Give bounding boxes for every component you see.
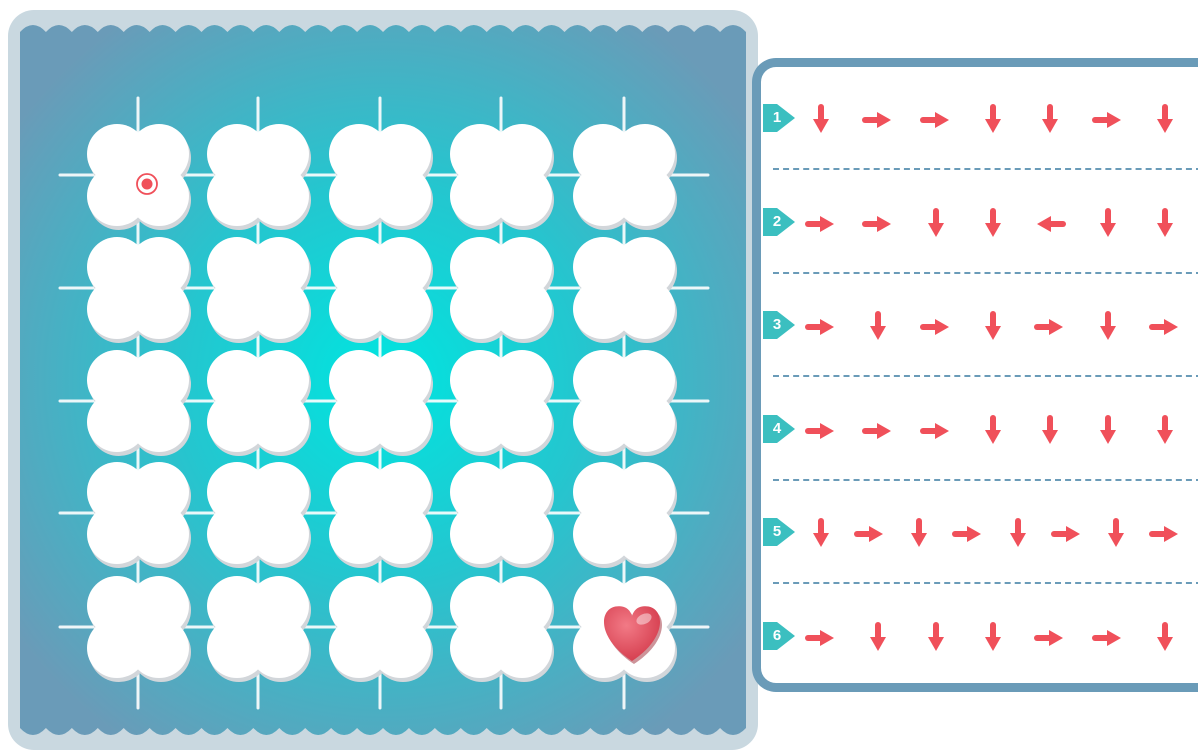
- arrow-down-icon: [1149, 415, 1181, 447]
- arrow-right-icon: [1034, 622, 1066, 654]
- option-number: 1: [768, 108, 786, 128]
- option-number-badge: 2: [763, 206, 797, 238]
- board-cell[interactable]: [207, 350, 311, 456]
- arrow-down-icon: [1149, 208, 1181, 240]
- board-cell[interactable]: [87, 237, 191, 343]
- move-option-5[interactable]: 5: [761, 481, 1198, 584]
- arrow-right-icon: [952, 518, 984, 550]
- board-cell[interactable]: [207, 124, 311, 230]
- option-number-badge: 1: [763, 102, 797, 134]
- board-cell[interactable]: [573, 350, 677, 456]
- arrow-right-icon: [854, 518, 886, 550]
- arrow-down-icon: [977, 208, 1009, 240]
- board-cell[interactable]: [329, 124, 433, 230]
- board-cell[interactable]: [450, 237, 554, 343]
- arrow-right-icon: [920, 311, 952, 343]
- board-cell[interactable]: [329, 237, 433, 343]
- move-option-6[interactable]: 6: [761, 585, 1198, 688]
- move-option-2[interactable]: 2: [761, 171, 1198, 274]
- move-option-3[interactable]: 3: [761, 274, 1198, 377]
- arrow-down-icon: [1034, 104, 1066, 136]
- arrow-down-icon: [1092, 415, 1124, 447]
- arrow-right-icon: [805, 311, 837, 343]
- board-cell[interactable]: [450, 350, 554, 456]
- board-cell[interactable]: [87, 462, 191, 568]
- arrow-down-icon: [1092, 311, 1124, 343]
- option-number-badge: 4: [763, 413, 797, 445]
- arrow-down-icon: [805, 518, 837, 550]
- arrow-down-icon: [977, 104, 1009, 136]
- arrow-right-icon: [805, 415, 837, 447]
- arrow-right-icon: [1051, 518, 1083, 550]
- move-option-1[interactable]: 1: [761, 67, 1198, 170]
- arrow-down-icon: [1149, 104, 1181, 136]
- arrow-right-icon: [1034, 311, 1066, 343]
- arrow-down-icon: [1100, 518, 1132, 550]
- option-number-badge: 5: [763, 516, 797, 548]
- board-cell[interactable]: [329, 576, 433, 682]
- board-grid: [87, 124, 677, 682]
- board-cell[interactable]: [87, 576, 191, 682]
- option-number: 4: [768, 419, 786, 439]
- arrow-down-icon: [805, 104, 837, 136]
- board-cell[interactable]: [450, 576, 554, 682]
- arrow-down-icon: [1149, 622, 1181, 654]
- arrow-right-icon: [920, 104, 952, 136]
- arrow-down-icon: [977, 415, 1009, 447]
- arrow-down-icon: [920, 622, 952, 654]
- option-number: 6: [768, 626, 786, 646]
- board-cell[interactable]: [573, 124, 677, 230]
- arrow-down-icon: [1034, 415, 1066, 447]
- move-option-4[interactable]: 4: [761, 378, 1198, 481]
- option-number: 3: [768, 315, 786, 335]
- arrow-right-icon: [805, 208, 837, 240]
- arrow-right-icon: [1149, 311, 1181, 343]
- arrow-right-icon: [805, 622, 837, 654]
- arrow-right-icon: [862, 208, 894, 240]
- arrow-right-icon: [862, 415, 894, 447]
- arrow-right-icon: [862, 104, 894, 136]
- arrow-left-icon: [1034, 208, 1066, 240]
- arrow-down-icon: [862, 622, 894, 654]
- board-cell[interactable]: [573, 462, 677, 568]
- board-cell[interactable]: [207, 576, 311, 682]
- board-cell[interactable]: [207, 237, 311, 343]
- board-cell[interactable]: [329, 462, 433, 568]
- option-number: 5: [768, 522, 786, 542]
- arrow-down-icon: [1002, 518, 1034, 550]
- arrow-down-icon: [977, 622, 1009, 654]
- arrow-down-icon: [903, 518, 935, 550]
- arrow-down-icon: [977, 311, 1009, 343]
- board-cell[interactable]: [450, 462, 554, 568]
- arrow-down-icon: [862, 311, 894, 343]
- moves-panel: 1 2 3 4 5 6: [752, 58, 1198, 692]
- board-cell[interactable]: [573, 237, 677, 343]
- board: [8, 10, 758, 750]
- arrow-down-icon: [1092, 208, 1124, 240]
- arrow-right-icon: [1149, 518, 1181, 550]
- option-number-badge: 6: [763, 620, 797, 652]
- board-frame: [8, 10, 758, 750]
- option-number: 2: [768, 212, 786, 232]
- arrow-right-icon: [1092, 104, 1124, 136]
- arrow-right-icon: [1092, 622, 1124, 654]
- board-cell[interactable]: [87, 350, 191, 456]
- arrow-right-icon: [920, 415, 952, 447]
- option-number-badge: 3: [763, 309, 797, 341]
- board-cell[interactable]: [450, 124, 554, 230]
- arrow-down-icon: [920, 208, 952, 240]
- board-cell[interactable]: [207, 462, 311, 568]
- board-cell[interactable]: [329, 350, 433, 456]
